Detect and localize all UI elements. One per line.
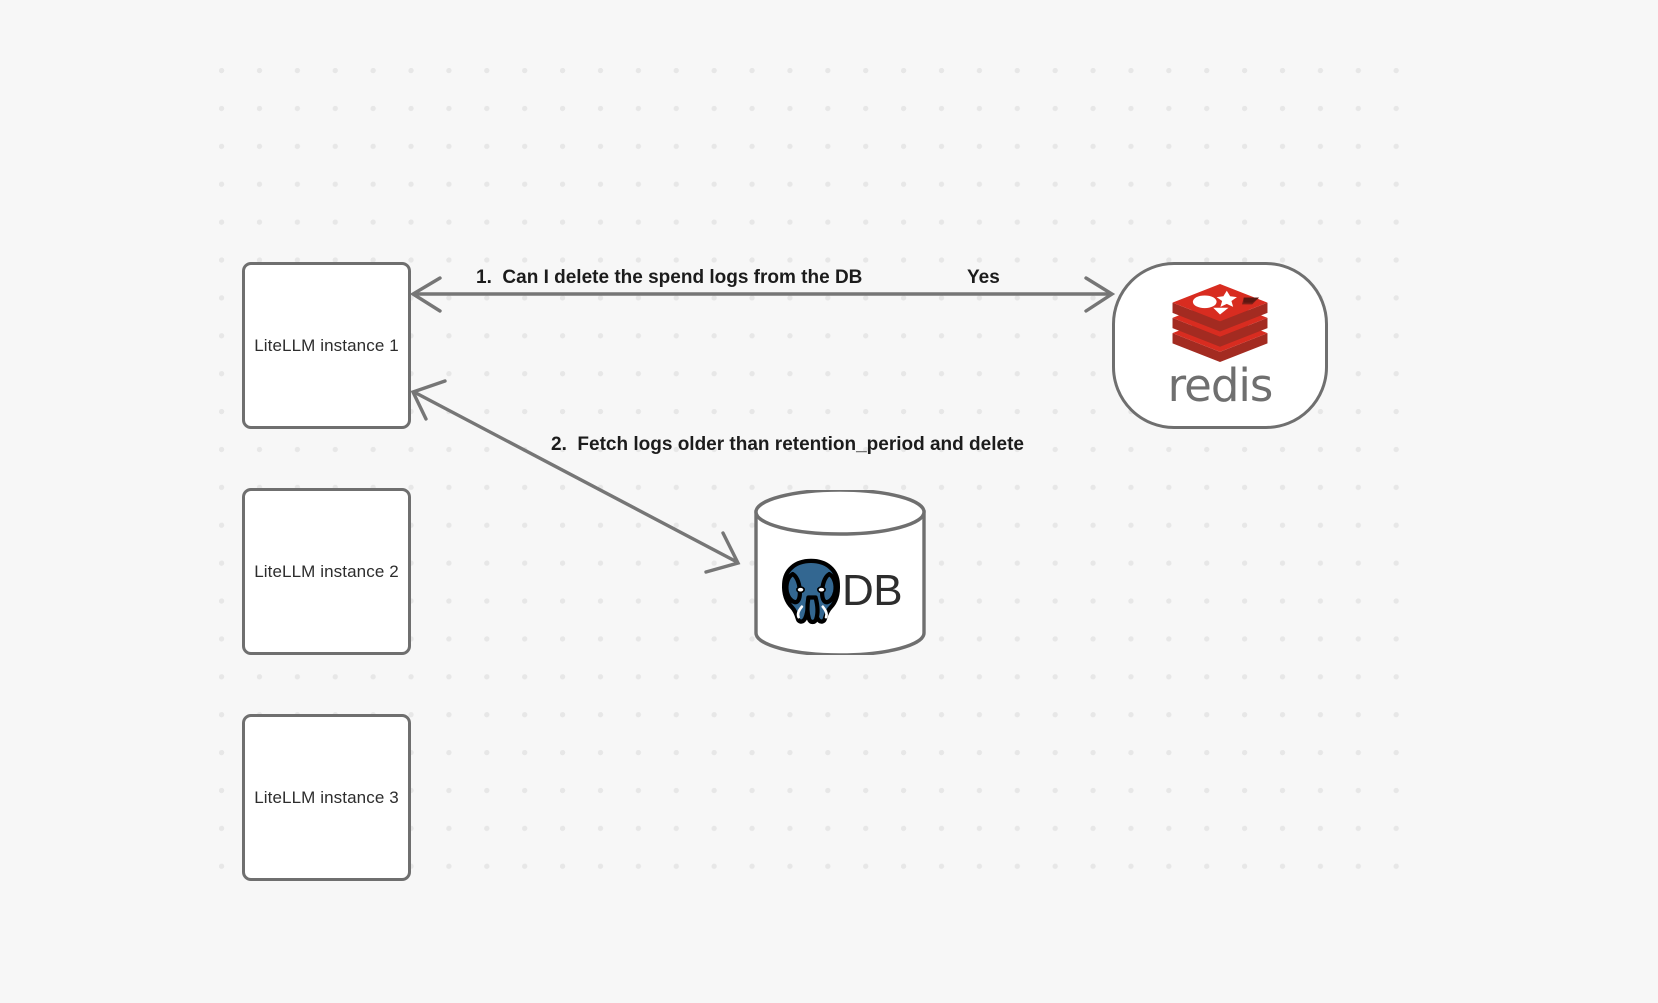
node-litellm-instance-2[interactable]: LiteLLM instance 2 [242, 488, 411, 655]
node-label: LiteLLM instance 2 [254, 561, 399, 581]
node-redis[interactable]: redis [1112, 262, 1328, 429]
edge-label-request: 1. Can I delete the spend logs from the … [476, 267, 863, 288]
redis-wordmark: redis [1167, 358, 1274, 412]
node-litellm-instance-1[interactable]: LiteLLM instance 1 [242, 262, 411, 429]
database-logo-row: DB [752, 552, 928, 630]
postgresql-elephant-icon [781, 558, 840, 625]
arrowhead-right-icon [1084, 276, 1116, 313]
arrowhead-upper-left-icon [410, 379, 447, 421]
node-label: LiteLLM instance 1 [254, 335, 399, 355]
edge-label-reply: Yes [967, 267, 1000, 288]
node-litellm-instance-3[interactable]: LiteLLM instance 3 [242, 714, 411, 881]
edge-label-fetch-delete: 2. Fetch logs older than retention_perio… [551, 434, 1024, 455]
edge-line [413, 390, 738, 564]
edge-instance1-database [410, 379, 741, 574]
arrowhead-left-icon [409, 276, 442, 313]
node-database[interactable]: DB [752, 490, 928, 655]
node-label: LiteLLM instance 3 [254, 787, 399, 807]
arrowhead-lower-right-icon [704, 531, 741, 574]
redis-logo-icon [1172, 283, 1268, 362]
database-label: DB [841, 566, 903, 615]
